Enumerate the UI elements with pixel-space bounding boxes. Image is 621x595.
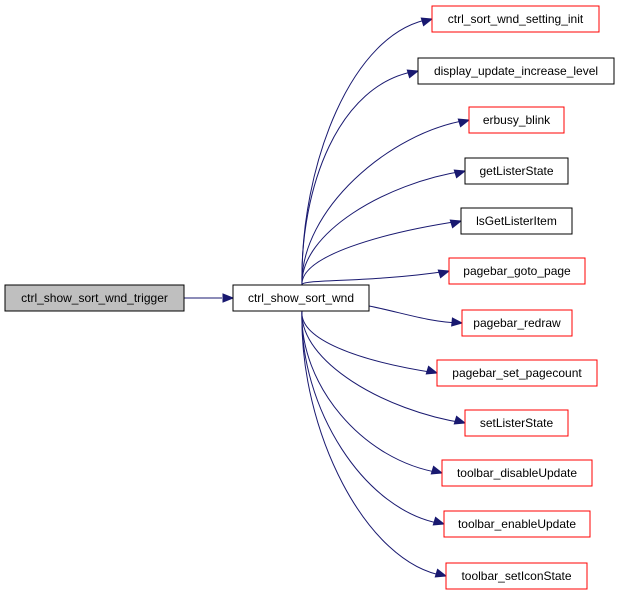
edge-trigger-to-caller <box>184 293 235 303</box>
edge-caller-to-toolbar-disableupdate <box>301 310 444 475</box>
edge-caller-to-display-update-increase-level <box>301 69 420 286</box>
node-toolbar-enableUpdate[interactable]: toolbar_enableUpdate <box>443 510 591 538</box>
node-setListerState[interactable]: setListerState <box>464 409 569 437</box>
edge-caller-to-pagebar-goto-page <box>301 269 451 286</box>
node-label: toolbar_setIconState <box>461 569 571 583</box>
node-label: pagebar_set_pagecount <box>452 366 582 380</box>
edge-caller-to-getlisterstate <box>301 169 467 286</box>
edge-caller-to-pagebar-redraw <box>368 305 464 327</box>
edge-caller-to-erbusy-blink <box>301 118 471 286</box>
node-label: toolbar_enableUpdate <box>458 517 576 531</box>
node-display-update-increase-level[interactable]: display_update_increase_level <box>417 57 615 85</box>
node-label: pagebar_redraw <box>473 316 561 330</box>
node-erbusy-blink[interactable]: erbusy_blink <box>468 106 565 134</box>
node-label: ctrl_show_sort_wnd_trigger <box>21 291 168 305</box>
edge-caller-to-toolbar-seticonstate <box>301 310 448 578</box>
node-label: setListerState <box>480 416 554 430</box>
edge-caller-to-setlisterstate <box>301 310 467 425</box>
node-label: pagebar_goto_page <box>463 264 571 278</box>
node-label: ctrl_sort_wnd_setting_init <box>448 12 584 26</box>
edge-caller-to-ctrl-sort-wnd-setting-init <box>301 17 434 286</box>
node-label: erbusy_blink <box>483 113 551 127</box>
node-ctrl-show-sort-wnd-trigger[interactable]: ctrl_show_sort_wnd_trigger <box>4 284 185 312</box>
node-toolbar-disableUpdate[interactable]: toolbar_disableUpdate <box>441 459 593 487</box>
node-label: display_update_increase_level <box>434 64 598 78</box>
edge-caller-to-toolbar-enableupdate <box>301 310 446 526</box>
node-getListerState[interactable]: getListerState <box>464 157 569 185</box>
node-label: toolbar_disableUpdate <box>457 466 577 480</box>
node-pagebar-redraw[interactable]: pagebar_redraw <box>461 309 573 337</box>
node-toolbar-setIconState[interactable]: toolbar_setIconState <box>445 562 588 590</box>
edge-caller-to-pagebar-set-pagecount <box>301 310 439 375</box>
node-label: lsGetListerItem <box>476 214 557 228</box>
node-lsGetListerItem[interactable]: lsGetListerItem <box>460 207 573 235</box>
edge-caller-to-lsgetlisteritem <box>301 219 463 286</box>
node-label: ctrl_show_sort_wnd <box>248 291 354 305</box>
node-ctrl-sort-wnd-setting-init[interactable]: ctrl_sort_wnd_setting_init <box>431 5 600 33</box>
node-pagebar-goto-page[interactable]: pagebar_goto_page <box>448 257 586 285</box>
node-label: getListerState <box>479 164 553 178</box>
node-ctrl-show-sort-wnd[interactable]: ctrl_show_sort_wnd <box>232 284 370 312</box>
node-pagebar-set-pagecount[interactable]: pagebar_set_pagecount <box>436 359 598 387</box>
